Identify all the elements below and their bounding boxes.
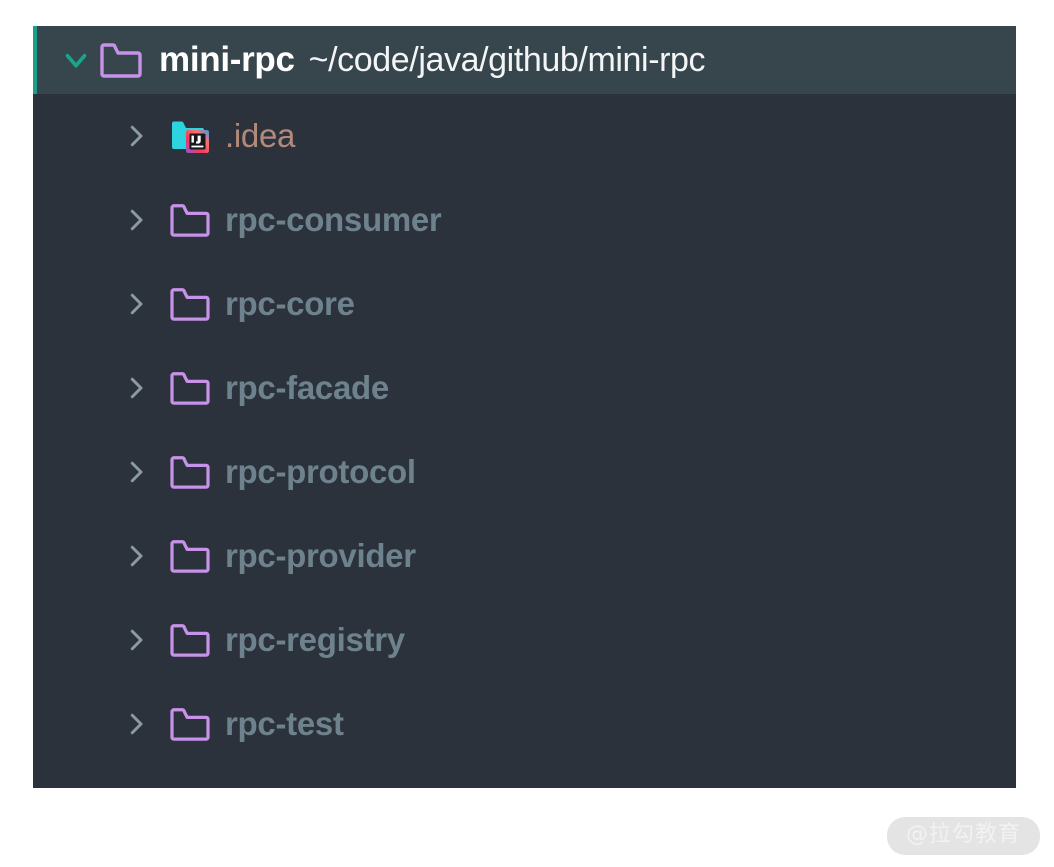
- tree-row-rpc-protocol[interactable]: rpc-protocol: [33, 430, 1016, 514]
- chevron-right-icon[interactable]: [121, 121, 167, 151]
- tree-row-rpc-facade[interactable]: rpc-facade: [33, 346, 1016, 430]
- project-path: ~/code/java/github/mini-rpc: [308, 41, 706, 79]
- selection-accent-bar: [33, 26, 37, 94]
- tree-row-label: rpc-registry: [225, 621, 405, 658]
- tree-row-rpc-registry[interactable]: rpc-registry: [33, 598, 1016, 682]
- chevron-right-icon[interactable]: [121, 625, 167, 655]
- tree-row-label: rpc-facade: [225, 369, 389, 406]
- tree-row-rpc-consumer[interactable]: rpc-consumer: [33, 178, 1016, 262]
- chevron-right-icon[interactable]: [121, 457, 167, 487]
- tree-row-label: rpc-protocol: [225, 453, 416, 490]
- chevron-right-icon[interactable]: [121, 205, 167, 235]
- tree-row-label: rpc-test: [225, 705, 344, 742]
- chevron-right-icon[interactable]: [121, 709, 167, 739]
- project-tree-panel: mini-rpc ~/code/java/github/mini-rpc: [33, 26, 1016, 788]
- tree-row-label: .idea: [225, 117, 296, 154]
- tree-row-label: rpc-consumer: [225, 201, 442, 238]
- folder-icon: [167, 538, 213, 574]
- tree-children: .idea rpc-consumer rpc-core: [33, 94, 1016, 766]
- folder-icon: [167, 454, 213, 490]
- folder-icon: [167, 706, 213, 742]
- folder-icon: [167, 202, 213, 238]
- intellij-folder-icon: [167, 116, 213, 156]
- chevron-down-icon[interactable]: [53, 43, 99, 77]
- tree-root-row[interactable]: mini-rpc ~/code/java/github/mini-rpc: [33, 26, 1016, 94]
- folder-icon: [167, 370, 213, 406]
- tree-row-rpc-core[interactable]: rpc-core: [33, 262, 1016, 346]
- folder-icon: [167, 622, 213, 658]
- chevron-right-icon[interactable]: [121, 541, 167, 571]
- project-name: mini-rpc: [159, 40, 295, 79]
- root-label: mini-rpc ~/code/java/github/mini-rpc: [159, 40, 705, 80]
- folder-icon: [167, 286, 213, 322]
- chevron-right-icon[interactable]: [121, 373, 167, 403]
- watermark: @拉勾教育: [886, 817, 1040, 855]
- tree-row-rpc-provider[interactable]: rpc-provider: [33, 514, 1016, 598]
- tree-row-rpc-test[interactable]: rpc-test: [33, 682, 1016, 766]
- tree-row-label: rpc-provider: [225, 537, 416, 574]
- tree-row-idea[interactable]: .idea: [33, 94, 1016, 178]
- chevron-right-icon[interactable]: [121, 289, 167, 319]
- folder-icon: [99, 41, 143, 79]
- tree-row-label: rpc-core: [225, 285, 355, 322]
